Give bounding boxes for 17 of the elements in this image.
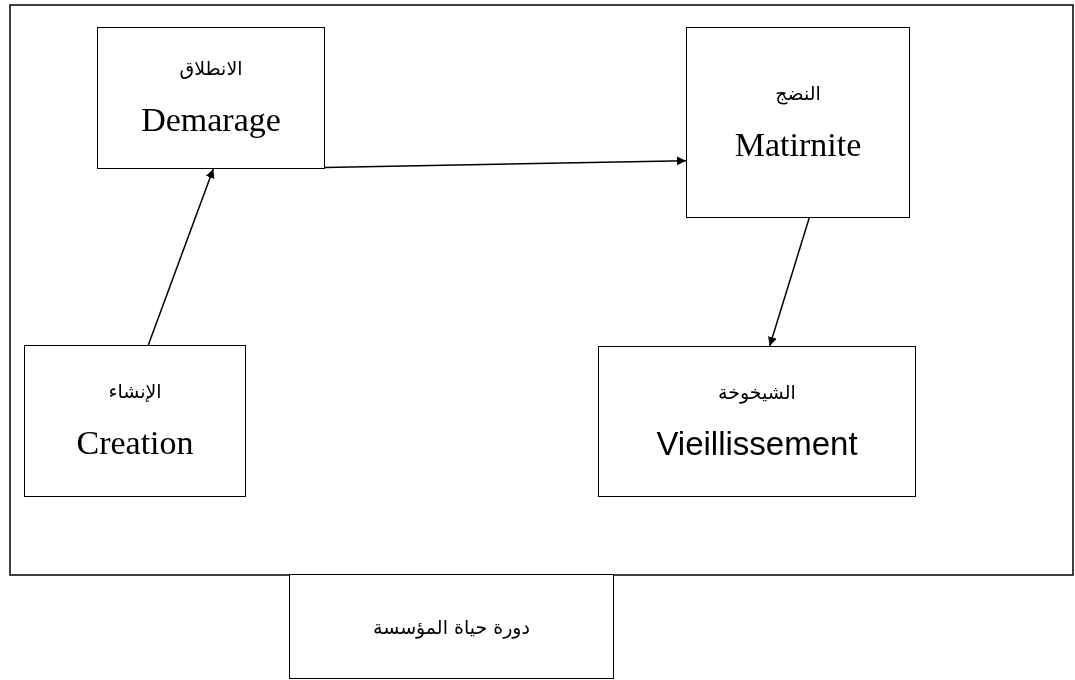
caption-box	[289, 574, 614, 679]
arabic-label: الشيخوخة	[718, 380, 796, 403]
stage-box	[598, 346, 916, 497]
stage-name: Matirnite	[734, 125, 862, 164]
arabic-label: دورة حياة المؤسسة	[373, 615, 530, 638]
stage-name: Vieillissement	[656, 424, 858, 463]
arrow	[768, 217, 810, 347]
arabic-label: النضج	[775, 81, 821, 104]
stage-box	[686, 27, 910, 218]
stage-name: Creation	[76, 424, 194, 462]
arabic-label: الإنشاء	[108, 380, 162, 402]
stage-box	[97, 27, 325, 169]
stage-name: Demarage	[141, 101, 281, 139]
arrow	[324, 156, 687, 169]
arabic-label: الانطلاق	[179, 57, 243, 79]
arrow	[147, 168, 215, 346]
stage-box	[24, 345, 246, 497]
